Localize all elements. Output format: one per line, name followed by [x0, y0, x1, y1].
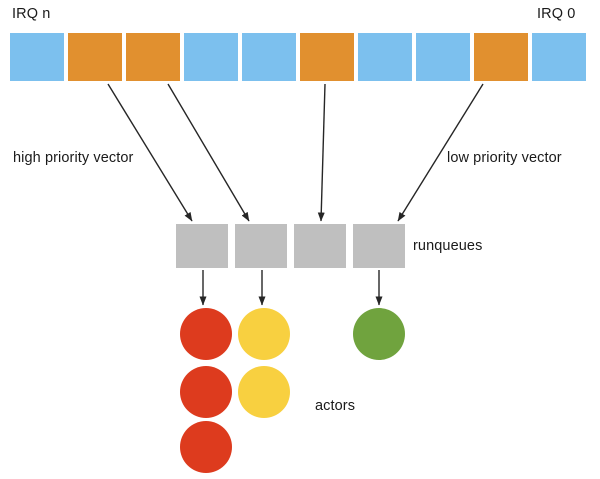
irq-cell-1-active	[68, 33, 122, 81]
runqueues-label: runqueues	[413, 238, 483, 254]
irq-cell-0-inactive	[10, 33, 64, 81]
irq-cell-9-inactive	[532, 33, 586, 81]
actor-circle-col0-0	[180, 308, 232, 360]
arrow-irq2-to-runqueue1	[167, 83, 250, 222]
arrow-irq5-to-runqueue2	[317, 83, 326, 222]
actor-circle-col0-2	[180, 421, 232, 473]
irq-cell-6-inactive	[358, 33, 412, 81]
runqueue-box-1	[235, 224, 287, 268]
irq-0-label: IRQ 0	[537, 6, 576, 22]
low-priority-vector-label: low priority vector	[447, 150, 562, 166]
actor-circle-col0-1	[180, 366, 232, 418]
irq-cell-4-inactive	[242, 33, 296, 81]
runqueue-box-0	[176, 224, 228, 268]
actors-label: actors	[315, 398, 356, 414]
irq-cell-7-inactive	[416, 33, 470, 81]
high-priority-vector-label: high priority vector	[13, 150, 134, 166]
irq-cell-8-active	[474, 33, 528, 81]
runqueue-box-2	[294, 224, 346, 268]
irq-n-label: IRQ n	[12, 6, 51, 22]
actor-circle-col1-0	[238, 308, 290, 360]
irq-cell-2-active	[126, 33, 180, 81]
irq-cell-5-active	[300, 33, 354, 81]
runqueue-box-3	[353, 224, 405, 268]
irq-cell-3-inactive	[184, 33, 238, 81]
actor-circle-col2-0	[353, 308, 405, 360]
actor-circle-col1-1	[238, 366, 290, 418]
